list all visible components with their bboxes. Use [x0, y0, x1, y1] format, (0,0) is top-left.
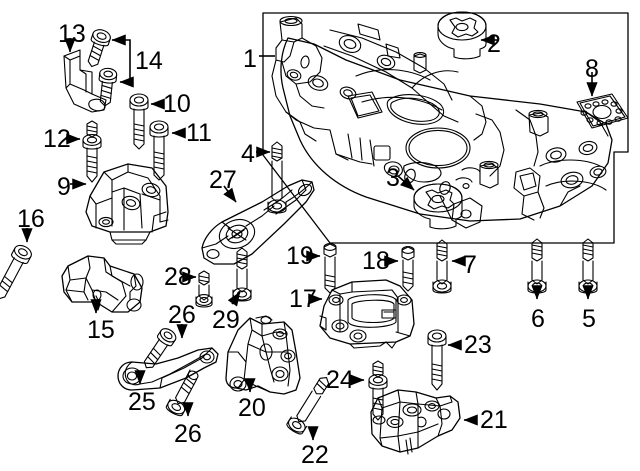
callout-16[interactable]: 16: [17, 205, 45, 233]
subframe-bushing-upper: [437, 11, 487, 60]
callout-19[interactable]: 19: [286, 242, 314, 270]
callout-29[interactable]: 29: [212, 306, 240, 334]
front-subframe-assembly: [271, 15, 613, 229]
rear-mount-stud: [368, 360, 388, 421]
callout-27[interactable]: 27: [209, 166, 237, 194]
pendulum-link-bolt-upper: [143, 328, 177, 369]
callout-8[interactable]: 8: [585, 55, 599, 83]
subframe-bushing-lower: [413, 183, 463, 230]
engine-mount-bracket-left: [61, 255, 144, 313]
callout-25[interactable]: 25: [128, 388, 156, 416]
callout-18[interactable]: 18: [362, 247, 390, 275]
callout-3[interactable]: 3: [386, 164, 400, 192]
engine-mount-stud-bolt: [82, 120, 102, 183]
callout-14[interactable]: 14: [135, 47, 163, 75]
callout-7[interactable]: 7: [463, 251, 477, 279]
callout-11[interactable]: 11: [186, 119, 212, 147]
torque-strut-bolt-small: [195, 270, 213, 308]
subframe-mount-bolt-long-left: [527, 238, 547, 294]
callout-26-upper[interactable]: 26: [168, 301, 196, 329]
callout-2[interactable]: 2: [487, 30, 501, 58]
transmission-mount-bolt: [432, 239, 452, 294]
subframe-group-boundary: [262, 12, 629, 244]
callout-24[interactable]: 24: [326, 366, 354, 394]
transmission-support-bracket: [225, 315, 301, 395]
torque-strut-bolt: [267, 141, 287, 214]
rear-mount-bolt-long: [286, 377, 330, 435]
leader-lines: [21, 34, 598, 441]
callout-17[interactable]: 17: [289, 285, 317, 313]
transmission-mount-bolt-small: [401, 246, 415, 292]
callout-9[interactable]: 9: [57, 173, 71, 201]
callout-5[interactable]: 5: [582, 305, 596, 333]
transmission-mount: [319, 279, 415, 349]
engine-mount-bolt-lower: [149, 120, 169, 181]
callout-6[interactable]: 6: [531, 305, 545, 333]
rear-engine-mount: [370, 389, 461, 455]
heat-shield-bracket: [63, 49, 107, 113]
callout-20[interactable]: 20: [238, 394, 266, 422]
heat-shield-bolts: [87, 29, 118, 107]
callout-23[interactable]: 23: [464, 331, 492, 359]
subframe-reinforcement-plate: [576, 93, 629, 129]
callout-12[interactable]: 12: [43, 125, 71, 153]
engine-mount-right: [85, 163, 169, 245]
pendulum-link-bolt-lower: [165, 370, 199, 417]
callout-1[interactable]: 1: [243, 45, 257, 73]
callout-15[interactable]: 15: [87, 316, 115, 344]
callout-10[interactable]: 10: [163, 90, 191, 118]
callout-28[interactable]: 28: [164, 263, 192, 291]
subframe-mount-bolt-long-right: [578, 238, 598, 294]
callout-13[interactable]: 13: [58, 20, 86, 48]
callout-26-lower[interactable]: 26: [174, 420, 202, 448]
callout-22[interactable]: 22: [301, 441, 329, 469]
transmission-mount-bolt-hex: [323, 243, 337, 294]
callout-21[interactable]: 21: [480, 406, 508, 434]
callout-4[interactable]: 4: [241, 140, 255, 168]
pendulum-support-link: [117, 347, 219, 391]
engine-mount-bracket-bolt: [0, 244, 32, 300]
engine-mount-bolt-upper: [129, 93, 149, 150]
rear-mount-bolt: [427, 329, 447, 391]
